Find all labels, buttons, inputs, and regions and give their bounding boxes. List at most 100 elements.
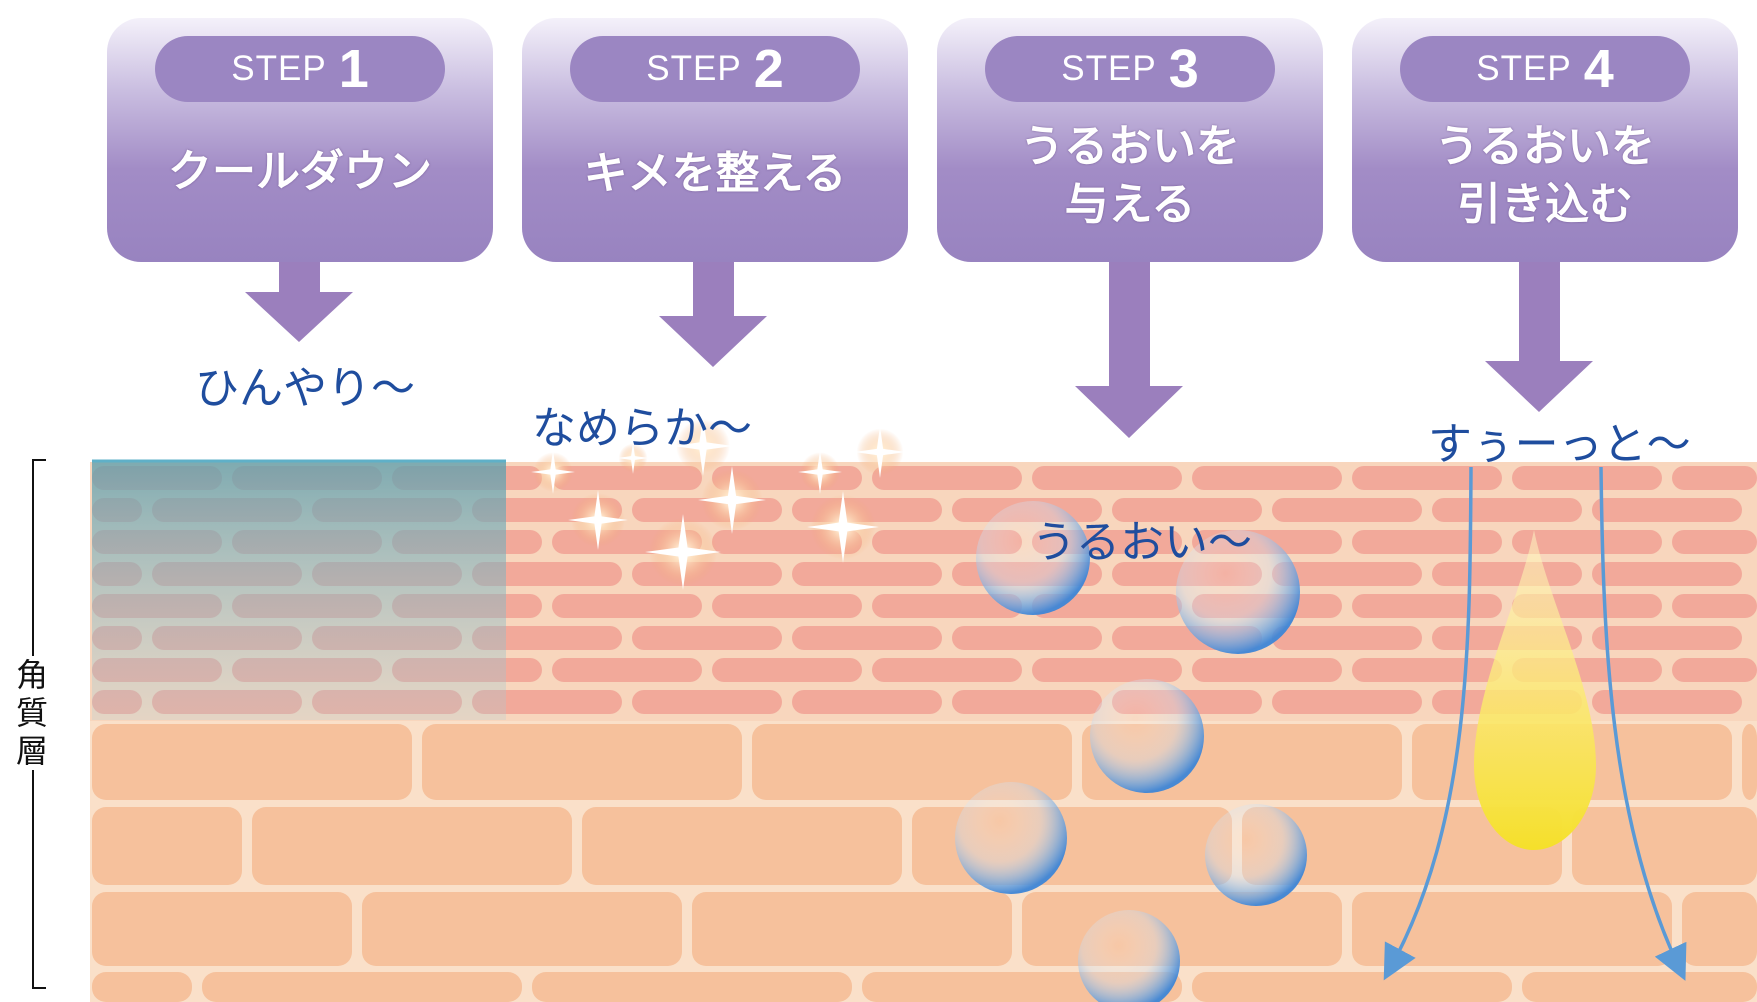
skin-cell bbox=[552, 466, 702, 490]
skin-cell bbox=[1032, 658, 1182, 682]
cooling-overlay bbox=[92, 460, 506, 720]
skin-cell bbox=[872, 466, 1022, 490]
skin-cell bbox=[632, 690, 782, 714]
skin-cell bbox=[422, 724, 742, 800]
step-arrows bbox=[245, 262, 1593, 438]
step-title-1: クールダウン bbox=[168, 146, 432, 197]
skin-cell bbox=[92, 807, 242, 885]
skin-cell bbox=[1432, 498, 1582, 522]
step-number: 3 bbox=[1168, 39, 1199, 99]
skin-cell bbox=[952, 690, 1102, 714]
skin-cell bbox=[1592, 690, 1742, 714]
sparkle-group bbox=[531, 416, 906, 590]
step-card-4: STEP 4 うるおいを 引き込む bbox=[1352, 18, 1738, 262]
step-badge-2: STEP 2 bbox=[570, 36, 860, 102]
sparkle-icon bbox=[645, 514, 721, 590]
skin-cell bbox=[252, 807, 572, 885]
flow-arrow-left bbox=[1383, 466, 1473, 981]
skin-cell bbox=[92, 972, 192, 1002]
skin-cell bbox=[872, 594, 1022, 618]
skin-cell bbox=[1572, 807, 1757, 885]
skin-cell bbox=[872, 658, 1022, 682]
step-card-2: STEP 2 キメを整える bbox=[522, 18, 908, 262]
sparkle-icon bbox=[807, 491, 879, 563]
step-badge-1: STEP 1 bbox=[155, 36, 445, 102]
skin-cell bbox=[1432, 562, 1582, 586]
sparkle-icon bbox=[854, 426, 906, 478]
skin-cell bbox=[1192, 466, 1342, 490]
moisture-bubbles bbox=[955, 501, 1307, 1002]
skin-cell bbox=[1592, 498, 1742, 522]
step-label: STEP bbox=[231, 49, 327, 88]
skin-cell bbox=[1672, 594, 1757, 618]
sparkle-icon bbox=[673, 416, 733, 476]
step-badge-4: STEP 4 bbox=[1400, 36, 1690, 102]
moisture-bubble bbox=[955, 782, 1067, 894]
callout-moist: うるおい〜 bbox=[1032, 517, 1252, 568]
stratum-corneum-label: 角質層 bbox=[14, 656, 50, 770]
step-arrow-2 bbox=[659, 262, 767, 367]
skin-cell bbox=[472, 626, 622, 650]
skin-cell bbox=[1742, 724, 1757, 800]
skin-cell bbox=[1192, 658, 1342, 682]
step-title-3: うるおいを 与える bbox=[1020, 121, 1240, 230]
sparkle-icon bbox=[698, 466, 766, 534]
skin-cell bbox=[1352, 892, 1672, 966]
step-number: 1 bbox=[338, 39, 369, 99]
skin-cell bbox=[1022, 892, 1342, 966]
skin-cell bbox=[1512, 530, 1662, 554]
skin-cell bbox=[1242, 807, 1562, 885]
step-number: 2 bbox=[753, 39, 784, 99]
step-arrow-1 bbox=[245, 262, 353, 342]
skin-cell bbox=[1672, 466, 1757, 490]
step-title-2: キメを整える bbox=[583, 148, 847, 199]
skin-cell bbox=[792, 562, 942, 586]
moisture-bubble bbox=[1176, 530, 1300, 654]
skin-cell bbox=[1272, 562, 1422, 586]
step-title-4: うるおいを 引き込む bbox=[1435, 121, 1655, 230]
flow-arrow-right bbox=[1599, 466, 1687, 981]
skin-cell bbox=[692, 892, 1012, 966]
skin-cell bbox=[552, 594, 702, 618]
step-card-1: STEP 1 クールダウン bbox=[107, 18, 493, 262]
skin-cell bbox=[1112, 498, 1262, 522]
step-arrow-3 bbox=[1075, 262, 1183, 438]
step-arrow-4 bbox=[1485, 262, 1593, 412]
sparkle-icon bbox=[531, 450, 575, 494]
skin-cell bbox=[92, 724, 412, 800]
skin-cell bbox=[1672, 530, 1757, 554]
step-number: 4 bbox=[1583, 39, 1614, 99]
sparkle-icon bbox=[798, 450, 842, 494]
skin-cell bbox=[582, 807, 902, 885]
moisture-bubble bbox=[1205, 804, 1307, 906]
skin-cell bbox=[1682, 892, 1757, 966]
skin-cell bbox=[362, 892, 682, 966]
step-label: STEP bbox=[646, 49, 742, 88]
skin-cell bbox=[952, 626, 1102, 650]
lower-epidermis-cells bbox=[92, 724, 1757, 1002]
moisture-bubble bbox=[976, 501, 1090, 615]
sparkle-icon bbox=[617, 442, 649, 474]
skin-cell bbox=[1352, 530, 1502, 554]
skin-cell bbox=[1272, 498, 1422, 522]
skin-cell bbox=[532, 972, 852, 1002]
moisture-bubble bbox=[1078, 910, 1180, 1002]
skin-cell bbox=[472, 690, 622, 714]
skin-cell bbox=[632, 626, 782, 650]
skin-cell bbox=[472, 562, 622, 586]
skin-cell bbox=[1272, 690, 1422, 714]
skin-cell bbox=[202, 972, 522, 1002]
serum-droplet bbox=[1474, 530, 1596, 850]
skin-cell bbox=[1192, 972, 1512, 1002]
step-badge-3: STEP 3 bbox=[985, 36, 1275, 102]
skin-cell bbox=[1352, 594, 1502, 618]
step-card-3: STEP 3 うるおいを 与える bbox=[937, 18, 1323, 262]
skin-cell bbox=[792, 690, 942, 714]
skin-cell bbox=[1032, 466, 1182, 490]
skin-cell bbox=[792, 626, 942, 650]
moisture-bubble bbox=[1090, 679, 1204, 793]
skin-cell bbox=[752, 724, 1072, 800]
callout-cool: ひんやり〜 bbox=[195, 363, 415, 414]
